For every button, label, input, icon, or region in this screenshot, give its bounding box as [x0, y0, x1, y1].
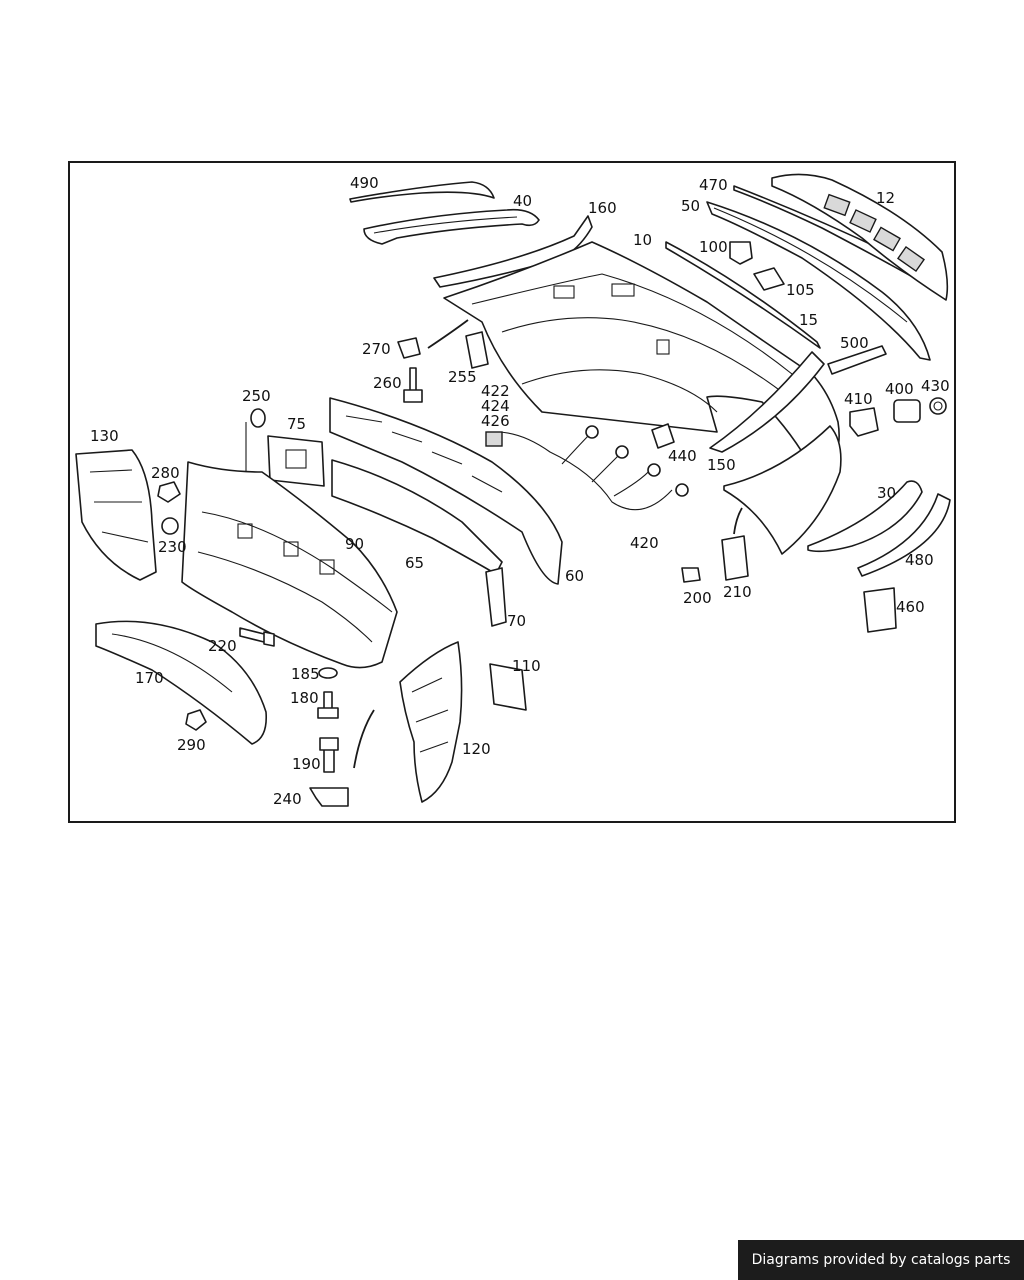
part-75-bracket — [267, 435, 325, 487]
callout-280: 280 — [151, 464, 180, 482]
arrow-240 — [353, 709, 375, 769]
callout-70: 70 — [507, 612, 526, 630]
callout-490: 490 — [350, 174, 379, 192]
part-230-star-washer — [161, 517, 179, 535]
part-90-bumper-carrier — [181, 461, 398, 669]
part-170-impact-absorber — [95, 620, 268, 745]
callout-422: 422 — [481, 382, 510, 400]
part-290-nut — [185, 709, 207, 731]
part-430-ring — [929, 397, 947, 415]
callout-200: 200 — [683, 589, 712, 607]
part-120-bracket — [399, 641, 463, 803]
exploded-parts-diagram: 490 40 160 470 12 50 10 100 105 15 500 2… — [68, 161, 956, 823]
callout-130: 130 — [90, 427, 119, 445]
part-270-clip — [397, 337, 421, 359]
callout-190: 190 — [292, 755, 321, 773]
callout-170: 170 — [135, 669, 164, 687]
callout-500: 500 — [840, 334, 869, 352]
arrow-270 — [427, 319, 469, 349]
part-210-guide — [721, 535, 749, 581]
part-bumper-corner-right — [723, 425, 842, 555]
part-255-retainer — [465, 331, 489, 369]
part-490-trim-strip — [349, 181, 495, 203]
part-15-strip — [665, 241, 821, 349]
footer-credit: Diagrams provided by catalogs parts — [738, 1240, 1024, 1280]
callout-270: 270 — [362, 340, 391, 358]
callout-15: 15 — [799, 311, 818, 329]
callout-60: 60 — [565, 567, 584, 585]
callout-100: 100 — [699, 238, 728, 256]
part-250-washer — [250, 408, 266, 428]
callout-410: 410 — [844, 390, 873, 408]
part-220-bolt — [239, 627, 275, 647]
part-480-trim-strip — [857, 493, 951, 577]
callout-180: 180 — [290, 689, 319, 707]
part-440-clip — [651, 423, 675, 449]
callout-65: 65 — [405, 554, 424, 572]
callout-160: 160 — [588, 199, 617, 217]
diagram-canvas: 490 40 160 470 12 50 10 100 105 15 500 2… — [75, 173, 951, 808]
callout-430: 430 — [921, 377, 950, 395]
callout-424: 424 — [481, 397, 510, 415]
part-70-spacer — [485, 567, 507, 627]
callout-90: 90 — [345, 535, 364, 553]
callout-290: 290 — [177, 736, 206, 754]
part-150-side-molding — [709, 351, 825, 453]
callout-440: 440 — [668, 447, 697, 465]
arrow-210 — [733, 507, 743, 535]
callout-260: 260 — [373, 374, 402, 392]
part-100-bracket — [729, 241, 753, 265]
part-110-pad — [489, 663, 527, 711]
part-10-bumper-cover — [443, 241, 840, 473]
callout-150: 150 — [707, 456, 736, 474]
part-500-strip — [827, 345, 887, 375]
part-160-strip — [433, 215, 593, 288]
part-30-lower-trim — [807, 480, 923, 553]
callout-220: 220 — [208, 637, 237, 655]
callout-30: 30 — [877, 484, 896, 502]
callout-230: 230 — [158, 538, 187, 556]
part-60-energy-absorber — [329, 397, 563, 585]
callout-460: 460 — [896, 598, 925, 616]
callout-185: 185 — [291, 665, 320, 683]
callout-420: 420 — [630, 534, 659, 552]
part-410-sensor-holder — [849, 407, 879, 437]
callout-120: 120 — [462, 740, 491, 758]
callout-105: 105 — [786, 281, 815, 299]
part-105-clip — [753, 267, 785, 291]
callout-470: 470 — [699, 176, 728, 194]
part-12-spoiler — [771, 173, 949, 301]
part-190-bolt — [319, 737, 339, 773]
part-460-bracket — [863, 587, 897, 633]
part-200-screw — [681, 567, 701, 583]
part-400-parking-sensor — [893, 399, 921, 423]
part-180-bolt — [317, 691, 339, 719]
callout-110: 110 — [512, 657, 541, 675]
part-50-grille-strip — [706, 201, 931, 361]
callout-400: 400 — [885, 380, 914, 398]
part-280-nut — [157, 481, 181, 503]
callout-75: 75 — [287, 415, 306, 433]
part-260-screw — [403, 367, 423, 403]
part-130-bracket — [75, 449, 157, 581]
callout-10: 10 — [633, 231, 652, 249]
callout-250: 250 — [242, 387, 271, 405]
callout-12: 12 — [876, 189, 895, 207]
callout-40: 40 — [513, 192, 532, 210]
callout-50: 50 — [681, 197, 700, 215]
callout-240: 240 — [273, 790, 302, 808]
part-185-washer — [318, 667, 338, 679]
callout-210: 210 — [723, 583, 752, 601]
callout-480: 480 — [905, 551, 934, 569]
part-420-wiring-harness — [495, 431, 673, 511]
part-40-molding — [363, 208, 540, 245]
callout-255: 255 — [448, 368, 477, 386]
callout-426: 426 — [481, 412, 510, 430]
part-240-clip-nut — [309, 787, 349, 807]
